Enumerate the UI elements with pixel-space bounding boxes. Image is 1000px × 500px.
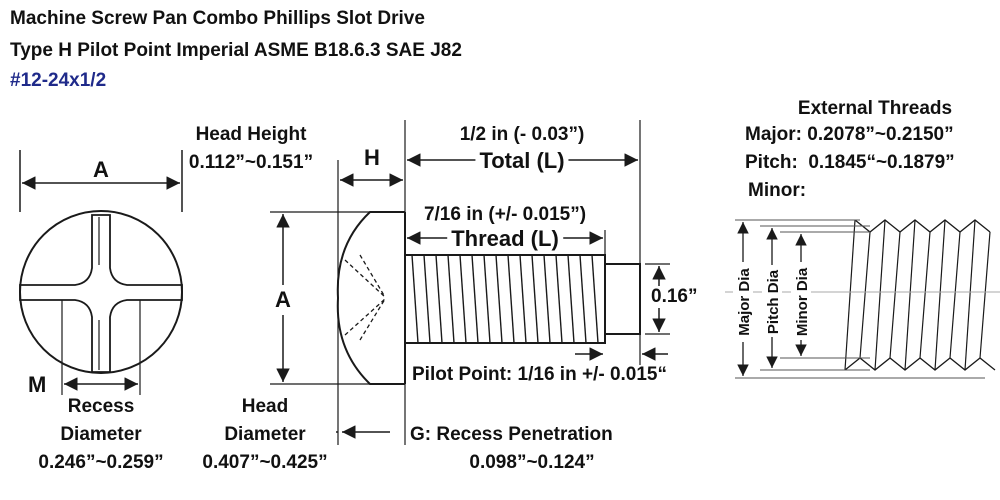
title-line-1: Machine Screw Pan Combo Phillips Slot Dr… (10, 8, 425, 29)
screw-side-view (270, 120, 670, 445)
pan-head-outline (336, 211, 388, 385)
total-length-value: 1/2 in (- 0.03”) (459, 124, 585, 145)
major-dia-label: Major Dia (736, 268, 753, 336)
pilot-diameter-value: 0.16” (651, 286, 698, 308)
thread-length-value: 7/16 in (+/- 0.015”) (423, 204, 587, 225)
m-label: M (28, 372, 47, 397)
external-major-value: Major: 0.2078”~0.2150” (745, 124, 954, 145)
title-size: #12-24x1/2 (10, 70, 107, 91)
recess-diameter-label-1: Recess (67, 396, 135, 417)
thread-detail-view (725, 219, 1000, 379)
thread-lines (411, 254, 599, 344)
a-side-label: A (275, 285, 291, 315)
recess-penetration-value: 0.098”~0.124” (469, 452, 595, 473)
recess-diameter-value: 0.246”~0.259” (38, 452, 164, 473)
pilot-point (604, 263, 641, 335)
head-height-label: Head Height (195, 124, 307, 145)
external-minor-value: Minor: (748, 180, 807, 201)
title-line-2: Type H Pilot Point Imperial ASME B18.6.3… (10, 40, 462, 61)
h-label: H (364, 145, 380, 170)
recess-penetration-label: G: Recess Penetration (410, 424, 613, 445)
head-diameter-label-1: Head (241, 396, 289, 417)
head-diameter-value: 0.407”~0.425” (202, 452, 328, 473)
pitch-dia-label: Pitch Dia (765, 269, 782, 334)
a-top-label: A (93, 157, 109, 182)
total-length-label: Total (L) (475, 148, 569, 174)
thread-length-label: Thread (L) (447, 226, 563, 252)
head-top-view (19, 150, 183, 395)
head-diameter-label-2: Diameter (224, 424, 306, 445)
external-threads-heading: External Threads (797, 98, 953, 119)
pilot-point-label: Pilot Point: 1/16 in +/- 0.015“ (412, 364, 667, 385)
external-pitch-value: Pitch: 0.1845“~0.1879” (745, 152, 955, 173)
head-height-value: 0.112”~0.151” (188, 152, 314, 173)
phillips-slot-recess (19, 214, 183, 373)
minor-dia-label: Minor Dia (794, 267, 811, 336)
recess-diameter-label-2: Diameter (60, 424, 142, 445)
